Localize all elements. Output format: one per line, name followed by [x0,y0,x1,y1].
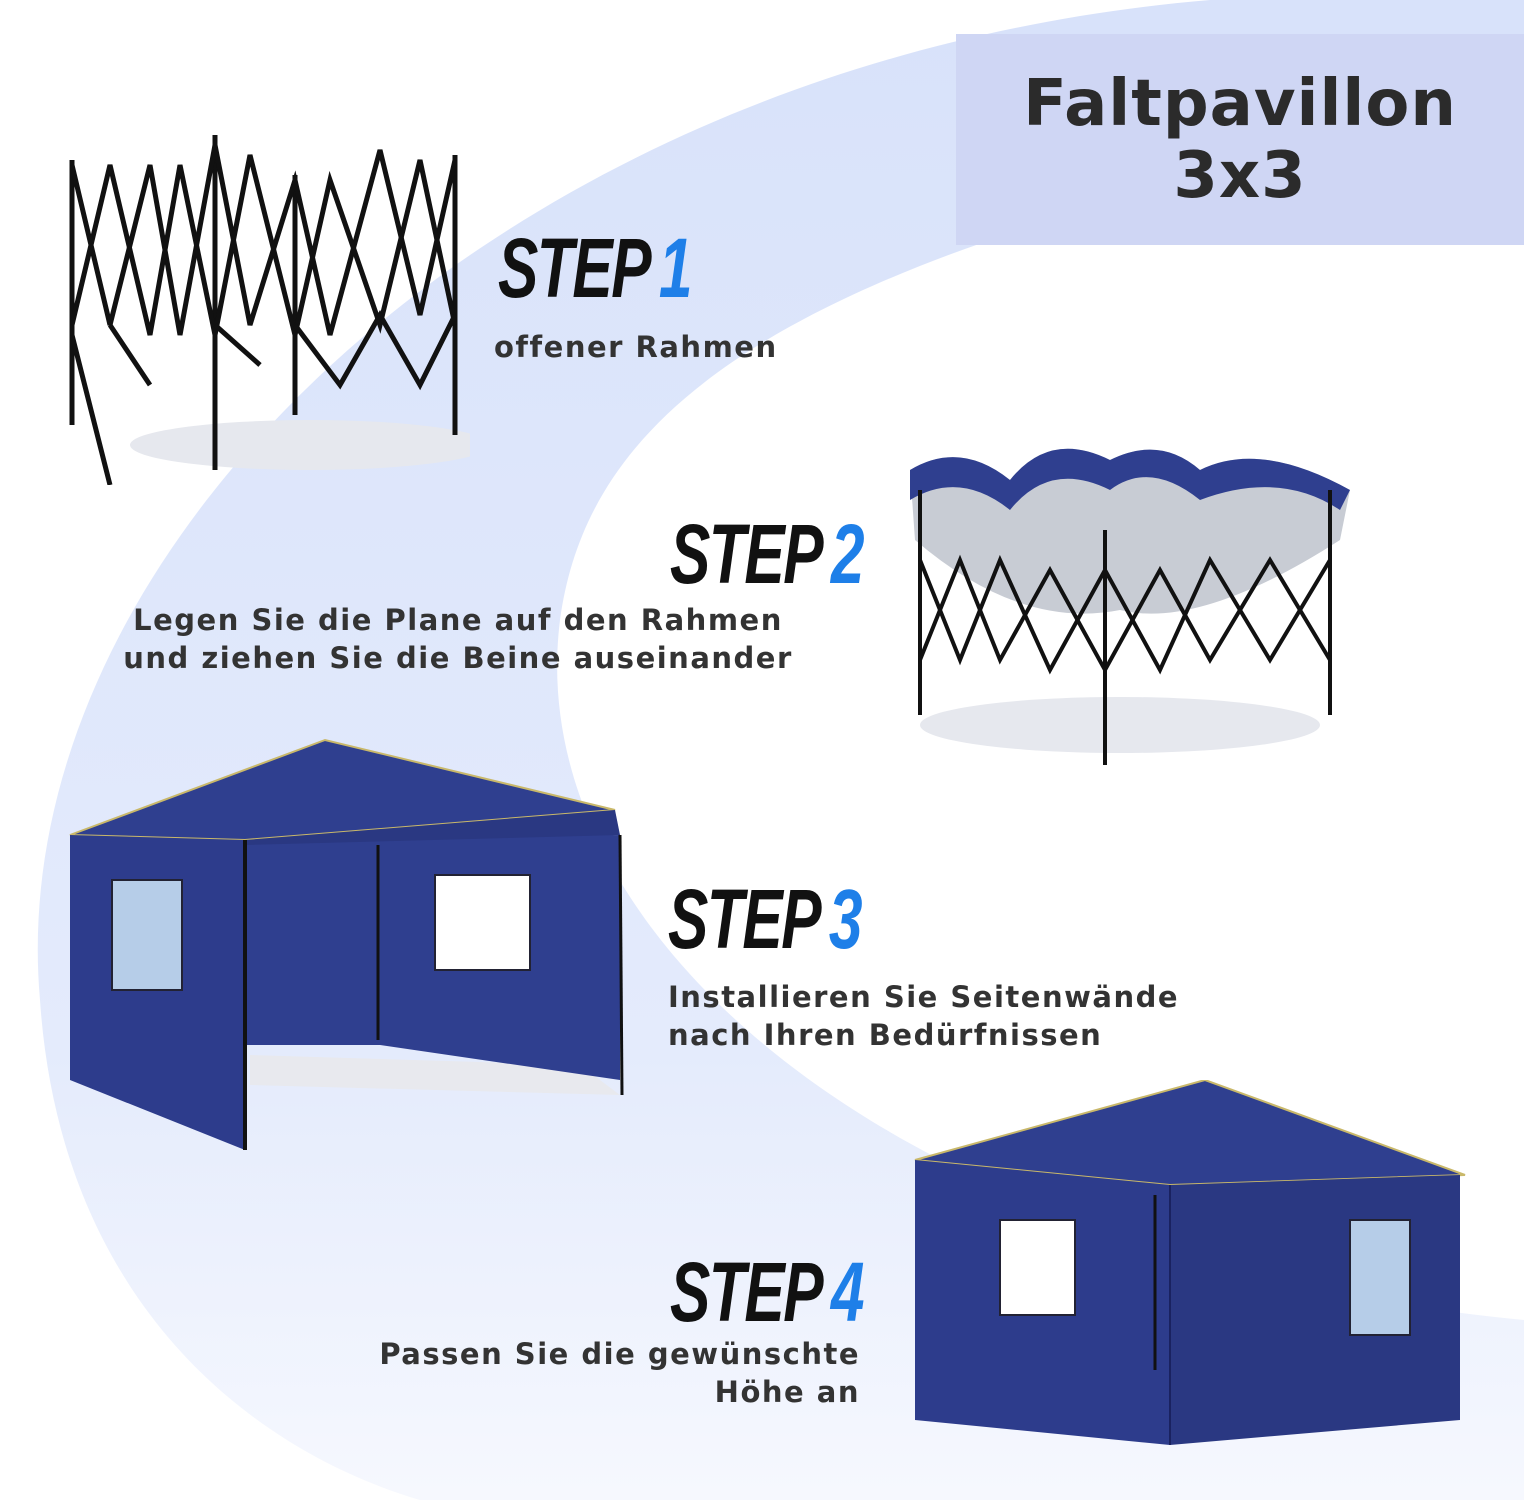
step-number: 1 [658,221,693,315]
title-line-1: Faltpavillon [1023,67,1457,141]
tent-with-side-walls-image [69,738,624,1150]
step-word: STEP [670,507,824,601]
step-4-line-1: Passen Sie die gewünschte [379,1337,860,1371]
step-4-line-2: Höhe an [714,1375,860,1409]
step-number: 3 [828,872,863,966]
step-1-text: offener Rahmen [494,328,778,366]
step-3-line-1: Installieren Sie Seitenwände [668,980,1180,1014]
step-word: STEP [668,872,822,966]
open-frame-image [69,135,470,485]
step-3-line-2: nach Ihren Bedürfnissen [668,1018,1103,1052]
step-4-text: Passen Sie die gewünschte Höhe an [260,1335,860,1411]
step-1-line-1: offener Rahmen [494,330,778,364]
step-word: STEP [498,221,652,315]
step-number: 4 [830,1245,865,1339]
step-number: 2 [830,507,865,601]
step-3-text: Installieren Sie Seitenwände nach Ihren … [668,978,1179,1054]
step-2-line-2: und ziehen Sie die Beine auseinander [123,641,793,675]
step-2-text: Legen Sie die Plane auf den Rahmen und z… [58,601,858,677]
enclosed-tent-image [914,1080,1466,1445]
title-line-2: 3x3 [1173,139,1307,213]
title-box: Faltpavillon 3x3 [956,34,1524,245]
canopy-on-frame-image [910,448,1350,765]
step-2-line-1: Legen Sie die Plane auf den Rahmen [133,603,783,637]
step-word: STEP [670,1245,824,1339]
